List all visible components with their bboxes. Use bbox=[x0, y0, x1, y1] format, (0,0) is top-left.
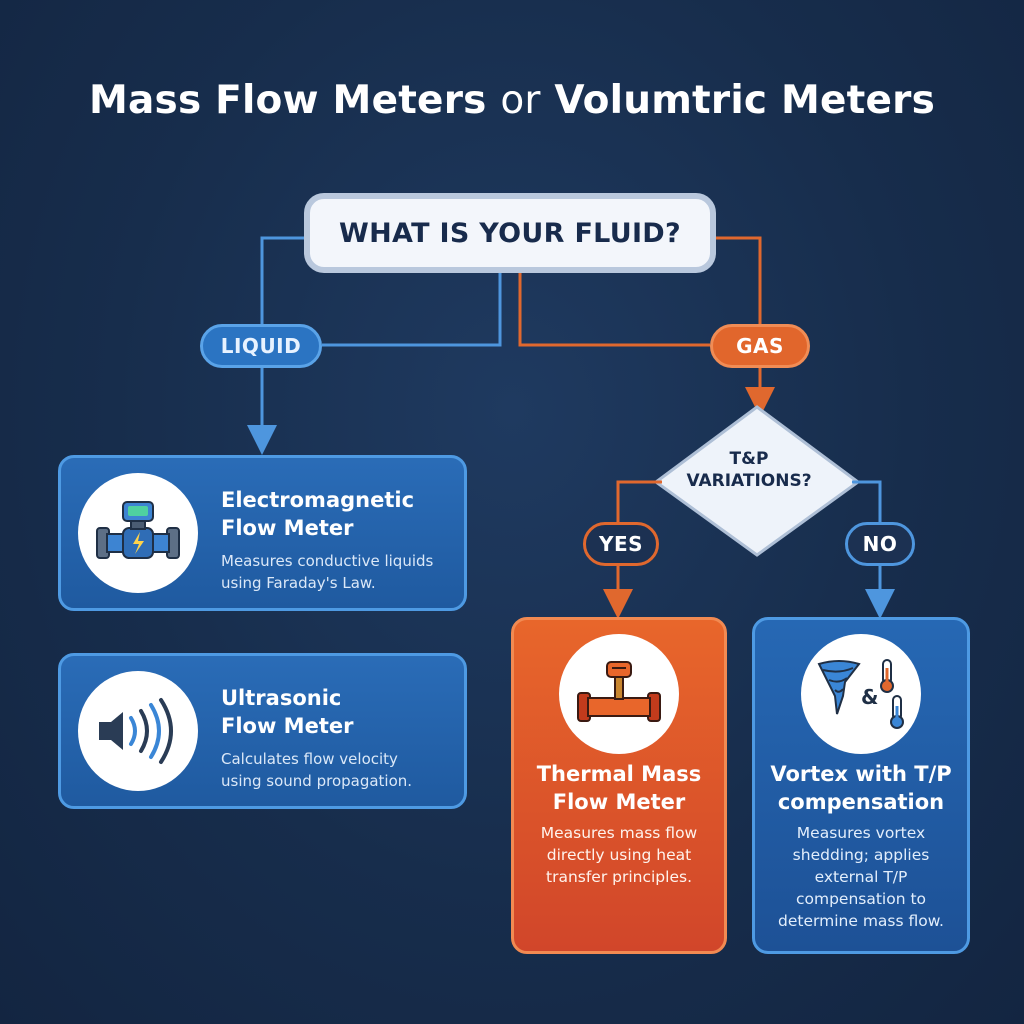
fluid-question-box: WHAT IS YOUR FLUID? bbox=[304, 193, 716, 273]
thermal-desc-line1: Measures mass flow bbox=[540, 824, 698, 842]
title-connector: or bbox=[500, 78, 541, 123]
connector-decision-no bbox=[852, 480, 882, 522]
liquid-branch-label: LIQUID bbox=[200, 324, 322, 368]
electromagnetic-title-line2: Flow Meter bbox=[221, 516, 354, 540]
title-part2: Volumtric Meters bbox=[554, 78, 935, 123]
vortex-title-line2: compensation bbox=[777, 790, 945, 814]
electromagnetic-meter-card: Electromagnetic Flow Meter Measures cond… bbox=[58, 455, 467, 611]
connector-question-liquid-left bbox=[260, 236, 304, 324]
vortex-meter-title: Vortex with T/P compensation bbox=[755, 760, 967, 816]
vortex-desc-line3: external T/P bbox=[814, 868, 908, 886]
page-title: Mass Flow Meters or Volumtric Meters bbox=[0, 78, 1024, 123]
ultrasonic-title-line2: Flow Meter bbox=[221, 714, 354, 738]
electromagnetic-meter-title: Electromagnetic Flow Meter bbox=[221, 486, 461, 542]
decision-diamond bbox=[653, 405, 861, 557]
decision-line2: VARIATIONS? bbox=[686, 471, 812, 491]
decision-line1: T&P bbox=[729, 449, 769, 469]
vortex-thermometer-icon: & bbox=[801, 634, 921, 754]
thermal-mass-meter-card: Thermal Mass Flow Meter Measures mass fl… bbox=[511, 617, 727, 954]
vortex-desc-line5: determine mass flow. bbox=[778, 912, 944, 930]
connector-question-gas-right bbox=[716, 236, 762, 324]
connector-decision-yes bbox=[616, 480, 662, 522]
thermal-probe-icon bbox=[559, 634, 679, 754]
yes-label: YES bbox=[583, 522, 659, 566]
vortex-icon-ampersand: & bbox=[861, 685, 878, 709]
vortex-meter-description: Measures vortex shedding; applies extern… bbox=[765, 822, 957, 932]
thermal-desc-line3: transfer principles. bbox=[546, 868, 692, 886]
thermal-title-line1: Thermal Mass bbox=[536, 762, 702, 786]
thermal-desc-line2: directly using heat bbox=[546, 846, 692, 864]
thermal-mass-meter-title: Thermal Mass Flow Meter bbox=[514, 760, 724, 816]
connector-question-liquid-bottom bbox=[322, 273, 502, 347]
electromagnetic-meter-icon bbox=[78, 473, 198, 593]
ultrasonic-meter-title: Ultrasonic Flow Meter bbox=[221, 684, 461, 740]
ultrasonic-title-line1: Ultrasonic bbox=[221, 686, 342, 710]
ultrasonic-meter-description: Calculates flow velocity using sound pro… bbox=[221, 748, 461, 792]
electromagnetic-desc-line1: Measures conductive liquids bbox=[221, 552, 434, 570]
ultrasonic-desc-line1: Calculates flow velocity bbox=[221, 750, 398, 768]
electromagnetic-meter-description: Measures conductive liquids using Farada… bbox=[221, 550, 461, 594]
vortex-desc-line2: shedding; applies bbox=[792, 846, 930, 864]
electromagnetic-desc-line2: using Faraday's Law. bbox=[221, 574, 376, 592]
gas-branch-label: GAS bbox=[710, 324, 810, 368]
electromagnetic-title-line1: Electromagnetic bbox=[221, 488, 415, 512]
vortex-title-line1: Vortex with T/P bbox=[770, 762, 952, 786]
vortex-desc-line4: compensation to bbox=[795, 890, 927, 908]
vortex-meter-card: & Vortex with T/P compensation Measures … bbox=[752, 617, 970, 954]
ultrasonic-desc-line2: using sound propagation. bbox=[221, 772, 413, 790]
title-part1: Mass Flow Meters bbox=[89, 78, 487, 123]
vortex-desc-line1: Measures vortex bbox=[796, 824, 926, 842]
connector-question-gas-bottom bbox=[518, 273, 710, 347]
thermal-mass-meter-description: Measures mass flow directly using heat t… bbox=[524, 822, 714, 888]
ultrasonic-waves-icon bbox=[78, 671, 198, 791]
ultrasonic-meter-card: Ultrasonic Flow Meter Calculates flow ve… bbox=[58, 653, 467, 809]
no-label: NO bbox=[845, 522, 915, 566]
thermal-title-line2: Flow Meter bbox=[552, 790, 686, 814]
decision-text: T&P VARIATIONS? bbox=[664, 448, 834, 492]
